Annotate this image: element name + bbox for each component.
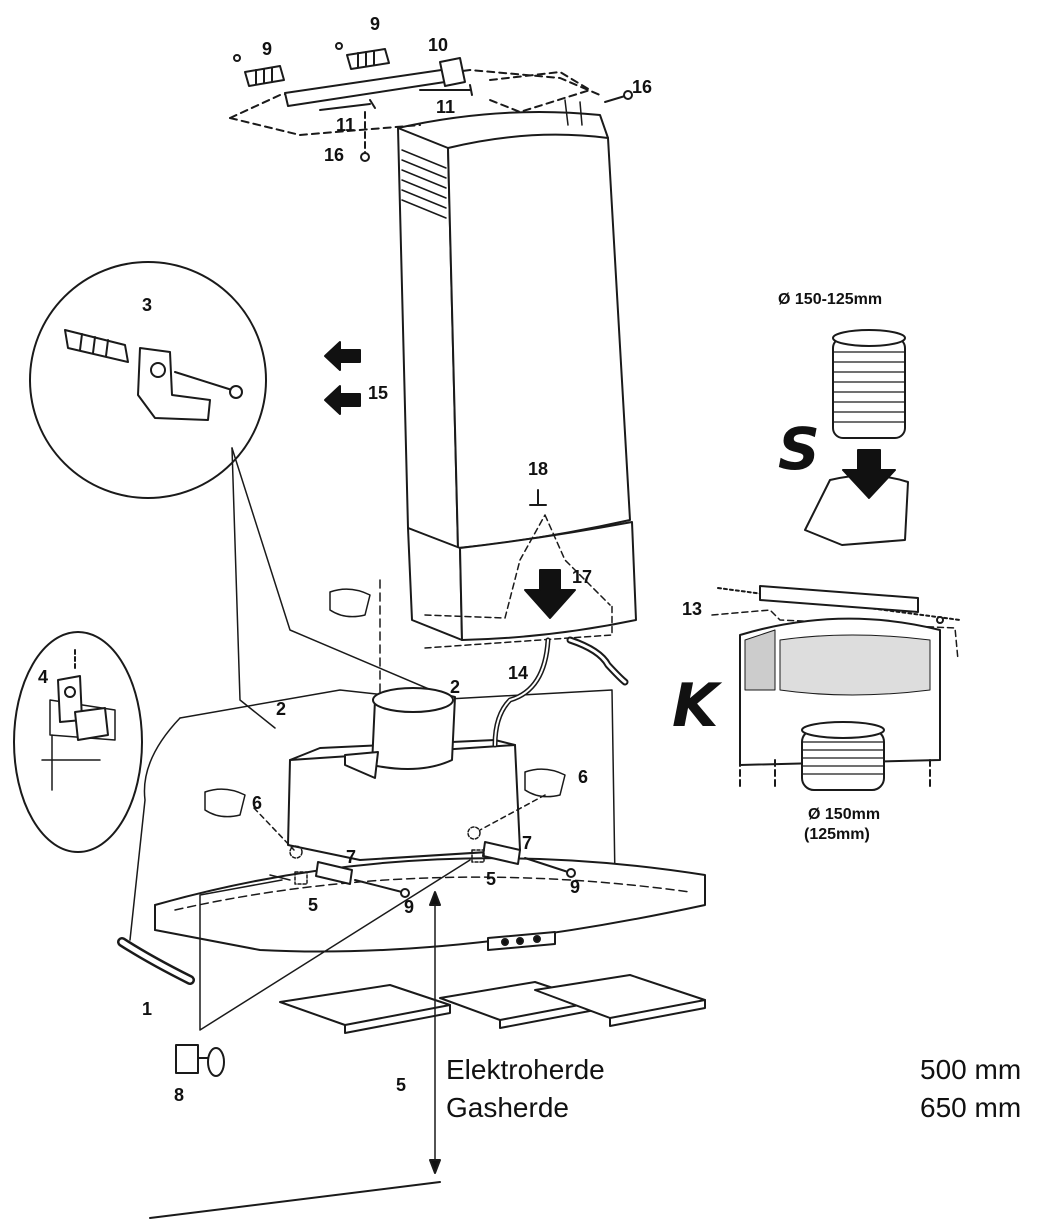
label-16-a: 16	[632, 77, 653, 97]
label-2-a: 2	[276, 699, 287, 719]
label-6-b: 6	[578, 767, 589, 787]
detail-3-circle	[29, 261, 267, 499]
screw-8	[175, 1044, 225, 1077]
label-2-b: 2	[450, 677, 461, 697]
duct-k-diameter: Ø 150mm	[808, 806, 881, 823]
distance-electric-label: Elektroherde	[446, 1054, 605, 1085]
label-18: 18	[528, 459, 549, 479]
label-7-b: 7	[522, 833, 533, 853]
label-4: 4	[38, 667, 49, 687]
variant-s-duct	[804, 329, 909, 546]
arrows-15	[324, 341, 361, 415]
arrow-s	[842, 449, 896, 499]
label-5-b: 5	[486, 869, 497, 889]
grease-filters	[279, 974, 706, 1034]
label-13: 13	[682, 599, 703, 619]
leader-3-left	[231, 447, 276, 729]
distance-gas-value: 650 mm	[920, 1092, 1022, 1123]
label-9-d: 9	[570, 877, 581, 897]
variant-k-label: K	[672, 671, 719, 741]
label-11-b: 11	[436, 97, 456, 117]
dowel-9-left	[233, 54, 285, 87]
screw-11-left	[319, 99, 376, 111]
screw-16-top	[604, 95, 626, 103]
arrow-17	[524, 569, 576, 619]
label-7-a: 7	[346, 847, 357, 867]
label-9-c: 9	[404, 897, 415, 917]
variant-s-label: S	[778, 415, 820, 483]
hood-motor-box	[287, 687, 521, 861]
label-17: 17	[572, 567, 593, 587]
chimney-lower	[407, 489, 637, 649]
label-16-b: 16	[324, 145, 345, 165]
label-3: 3	[142, 295, 153, 315]
label-14: 14	[508, 663, 529, 683]
top-bracket-group	[229, 42, 633, 162]
label-9-b: 9	[370, 14, 381, 34]
distance-gas-label: Gasherde	[446, 1092, 569, 1123]
screw-18	[529, 489, 547, 506]
distance-electric-value: 500 mm	[920, 1054, 1022, 1085]
label-15: 15	[368, 383, 389, 403]
label-6-a: 6	[252, 793, 263, 813]
label-1: 1	[142, 999, 153, 1019]
label-8: 8	[174, 1085, 185, 1105]
wall-bracket-rail	[284, 67, 459, 107]
chimney-upper	[397, 99, 631, 549]
duct-s-diameter: Ø 150-125mm	[778, 291, 883, 308]
leader-3-right	[231, 447, 451, 699]
screw-11-right	[419, 84, 473, 96]
dowel-9-right	[335, 42, 390, 70]
leader-8	[199, 859, 471, 1031]
hand-icons	[204, 588, 566, 818]
label-5-a: 5	[308, 895, 319, 915]
floor-line	[149, 1181, 441, 1219]
detail-4-circle	[13, 631, 143, 853]
duct-k-alt-diameter: (125mm)	[804, 826, 870, 843]
label-10: 10	[428, 35, 449, 55]
label-11-a: 11	[336, 115, 356, 135]
variant-k-filter	[711, 585, 961, 791]
hood-screws	[289, 826, 576, 898]
label-9-a: 9	[262, 39, 273, 59]
label-5-c: 5	[396, 1075, 407, 1095]
power-cable-14	[492, 637, 551, 748]
